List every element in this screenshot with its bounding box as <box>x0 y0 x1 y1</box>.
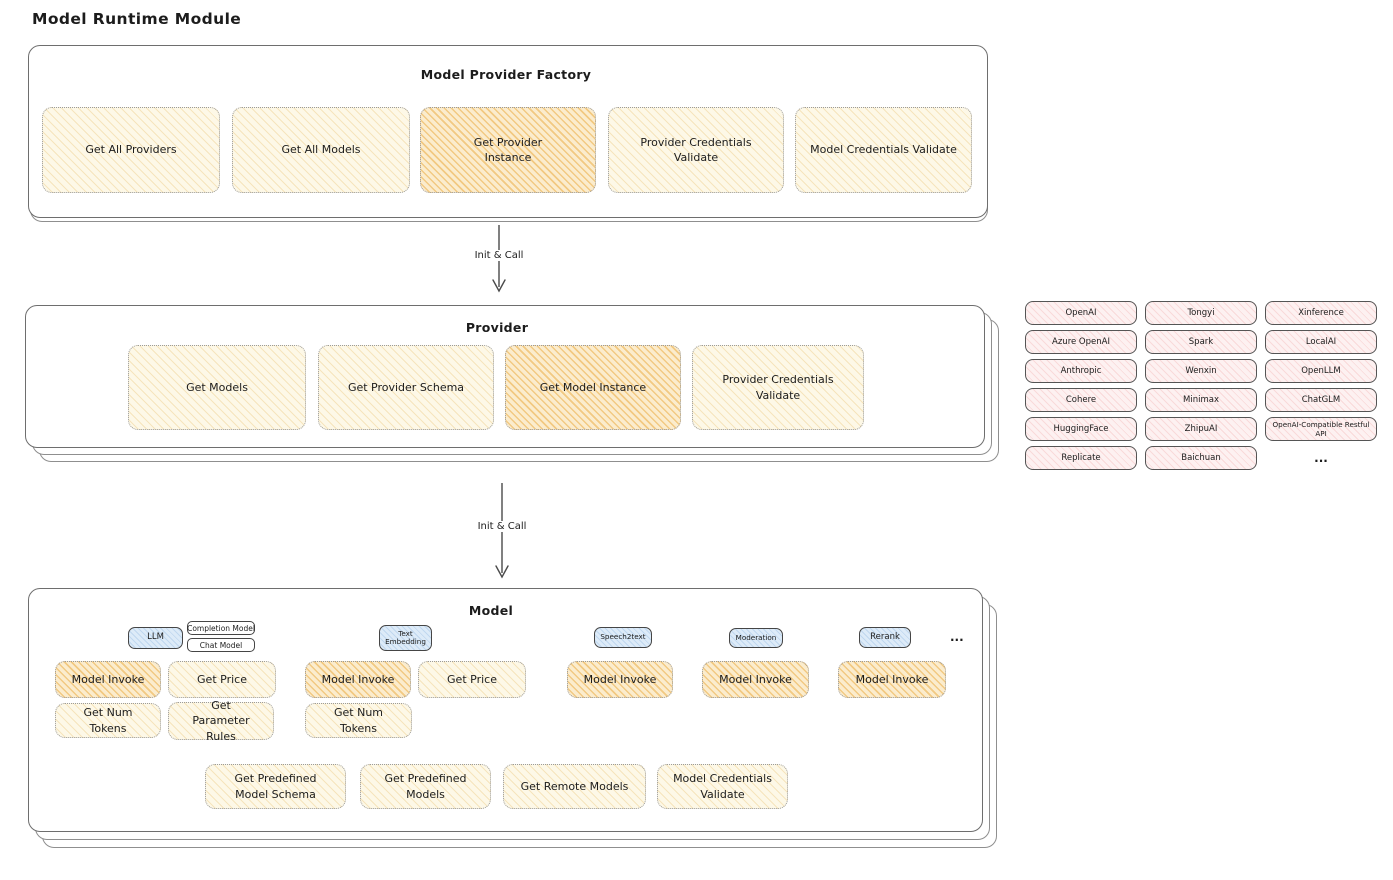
provider-title: Provider <box>465 320 529 335</box>
tag-text-embedding[interactable]: Text Embedding <box>379 625 432 651</box>
provider-chip-replicate[interactable]: Replicate <box>1025 446 1137 470</box>
provider-chip-openai-compatible[interactable]: OpenAI-Compatible Restful API <box>1265 417 1377 441</box>
tag-speech2text[interactable]: Speech2text <box>594 627 652 648</box>
tag-completion-model[interactable]: Completion Model <box>187 621 255 635</box>
page-title: Model Runtime Module <box>32 10 242 28</box>
model-types-more-ellipsis: ... <box>950 630 964 644</box>
get-predefined-models-button[interactable]: Get Predefined Models <box>360 764 491 809</box>
factory-get-all-models-button[interactable]: Get All Models <box>232 107 410 193</box>
factory-get-all-providers-button[interactable]: Get All Providers <box>42 107 220 193</box>
llm-get-parameter-rules-button[interactable]: Get Parameter Rules <box>168 699 274 743</box>
factory-title: Model Provider Factory <box>420 67 592 82</box>
tag-moderation[interactable]: Moderation <box>729 628 783 648</box>
provider-provider-credentials-validate-button[interactable]: Provider Credentials Validate <box>692 345 864 430</box>
provider-chip-openai[interactable]: OpenAI <box>1025 301 1137 325</box>
provider-chip-zhipuai[interactable]: ZhipuAI <box>1145 417 1257 441</box>
provider-chip-huggingface[interactable]: HuggingFace <box>1025 417 1137 441</box>
providers-grid: OpenAI Tongyi Xinference Azure OpenAI Sp… <box>1025 301 1377 470</box>
rerank-model-invoke-button[interactable]: Model Invoke <box>838 661 946 698</box>
provider-chip-chatglm[interactable]: ChatGLM <box>1265 388 1377 412</box>
arrow-provider-to-model <box>495 483 509 579</box>
model-credentials-validate-button[interactable]: Model Credentials Validate <box>657 764 788 809</box>
tag-llm[interactable]: LLM <box>128 627 183 649</box>
get-remote-models-button[interactable]: Get Remote Models <box>503 764 646 809</box>
arrow2-label: Init & Call <box>472 521 532 532</box>
text-embedding-get-num-tokens-button[interactable]: Get Num Tokens <box>305 703 412 738</box>
provider-chip-minimax[interactable]: Minimax <box>1145 388 1257 412</box>
llm-model-invoke-button[interactable]: Model Invoke <box>55 661 161 698</box>
provider-get-model-instance-button[interactable]: Get Model Instance <box>505 345 681 430</box>
provider-get-provider-schema-button[interactable]: Get Provider Schema <box>318 345 494 430</box>
llm-get-num-tokens-button[interactable]: Get Num Tokens <box>55 703 161 738</box>
provider-get-models-button[interactable]: Get Models <box>128 345 306 430</box>
text-embedding-get-price-button[interactable]: Get Price <box>418 661 526 698</box>
provider-chip-cohere[interactable]: Cohere <box>1025 388 1137 412</box>
provider-chip-localai[interactable]: LocalAI <box>1265 330 1377 354</box>
provider-chip-wenxin[interactable]: Wenxin <box>1145 359 1257 383</box>
provider-chip-baichuan[interactable]: Baichuan <box>1145 446 1257 470</box>
text-embedding-model-invoke-button[interactable]: Model Invoke <box>305 661 411 698</box>
provider-chip-tongyi[interactable]: Tongyi <box>1145 301 1257 325</box>
get-predefined-model-schema-button[interactable]: Get Predefined Model Schema <box>205 764 346 809</box>
moderation-model-invoke-button[interactable]: Model Invoke <box>702 661 809 698</box>
providers-more-ellipsis: ... <box>1314 451 1328 465</box>
provider-chip-anthropic[interactable]: Anthropic <box>1025 359 1137 383</box>
tag-chat-model[interactable]: Chat Model <box>187 638 255 652</box>
provider-chip-spark[interactable]: Spark <box>1145 330 1257 354</box>
provider-chip-azure-openai[interactable]: Azure OpenAI <box>1025 330 1137 354</box>
provider-chip-xinference[interactable]: Xinference <box>1265 301 1377 325</box>
factory-model-credentials-validate-button[interactable]: Model Credentials Validate <box>795 107 972 193</box>
model-title: Model <box>468 603 514 618</box>
speech2text-model-invoke-button[interactable]: Model Invoke <box>567 661 673 698</box>
provider-chip-openllm[interactable]: OpenLLM <box>1265 359 1377 383</box>
llm-get-price-button[interactable]: Get Price <box>168 661 276 698</box>
factory-provider-credentials-validate-button[interactable]: Provider Credentials Validate <box>608 107 784 193</box>
arrow1-label: Init & Call <box>469 250 529 261</box>
tag-rerank[interactable]: Rerank <box>859 627 911 648</box>
factory-get-provider-instance-button[interactable]: Get Provider Instance <box>420 107 596 193</box>
